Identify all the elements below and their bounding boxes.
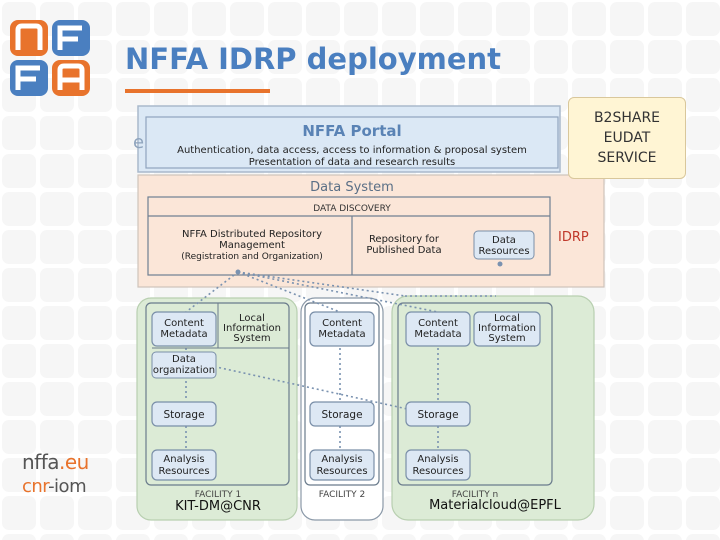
nffa-eu-logo: nffa.eu <box>22 450 89 474</box>
facility-2-label: FACILITY 2 <box>319 490 366 500</box>
facility-n-inner <box>397 302 553 486</box>
f1-analysis-node <box>151 449 217 481</box>
facility-n-label: FACILITY n <box>452 490 499 500</box>
callout-line-2: EUDAT <box>603 129 651 146</box>
diagram-facilityn-content-l1: Content <box>418 318 458 329</box>
diagram-facilityn-content-l2: Metadata <box>414 329 461 340</box>
data-resources-box <box>473 230 535 260</box>
data-system-title: Data System <box>310 180 394 195</box>
facility-n-overlay-label: Materialcloud@EPFL <box>429 498 562 513</box>
fn-analysis-node <box>405 449 471 481</box>
diagram-facility1-storage: Storage <box>163 409 204 421</box>
diagram-facilityn-analysis-l2: Resources <box>412 466 463 477</box>
diagram-facilityn-local-l2: Information <box>478 323 536 334</box>
portal-line-1: Authentication, data access, access to i… <box>177 145 527 156</box>
diagram-facility2-analysis-l2: Resources <box>316 466 367 477</box>
data-discovery-box <box>147 196 551 276</box>
diagram-facility1-content-l1: Content <box>164 318 204 329</box>
facility-1-overlay-label: KIT-DM@CNR <box>175 499 261 514</box>
diagram-facilityn-local-l1: Local <box>494 313 520 324</box>
repo-mgmt-line-3: (Registration and Organization) <box>181 252 323 262</box>
diagram-facility1-analysis-l1: Analysis <box>163 454 204 465</box>
diagram-facility1-local-l2: Information <box>223 323 281 334</box>
f2-analysis-node <box>309 449 375 481</box>
diagram-facility1-local-l3: System <box>233 333 270 344</box>
fn-content-metadata-node <box>405 311 471 347</box>
diagram-facility2-content-l2: Metadata <box>318 329 365 340</box>
callout-line-1: B2SHARE <box>593 109 661 126</box>
f1-data-organization-node <box>151 351 217 379</box>
diagram-facility1-dataorg-l2: organization <box>153 365 215 376</box>
data-discovery-label: DATA DISCOVERY <box>313 204 391 214</box>
diagram-facilityn-analysis-l1: Analysis <box>417 454 458 465</box>
diagram-facilityn-local-l3: System <box>488 333 525 344</box>
page-title: NFFA IDRP deployment <box>125 42 501 76</box>
diagram-facility1-content-l2: Metadata <box>160 329 207 340</box>
repo-mgmt-line-2: Management <box>219 240 285 251</box>
facility-1-label: FACILITY 1 <box>195 490 242 500</box>
footer-logos: nffa.eu cnr-iom <box>22 450 89 497</box>
cnr-iom-logo: cnr-iom <box>22 476 87 497</box>
callout-line-3: SERVICE <box>597 150 657 167</box>
repo-mgmt-line-1: NFFA Distributed Repository <box>182 229 322 240</box>
diagram-facility1-dataorg-l1: Data <box>172 354 196 365</box>
fn-local-info-node <box>473 311 541 347</box>
published-line-1: Repository for <box>369 234 440 245</box>
f1-content-metadata-node <box>151 311 217 347</box>
portal-inner-box <box>145 116 559 169</box>
data-resources-line-1: Data <box>492 235 516 246</box>
diagram-facility2-content-l1: Content <box>322 318 362 329</box>
published-line-2: Published Data <box>366 245 441 256</box>
title-underline <box>125 89 270 93</box>
diagram-facilityn-storage: Storage <box>417 409 458 421</box>
fn-storage-node <box>405 401 471 427</box>
diagram-facility2-analysis-l1: Analysis <box>321 454 362 465</box>
portal-title: NFFA Portal <box>302 122 401 140</box>
f2-storage-node <box>309 401 375 427</box>
nffa-logo-icon <box>10 20 90 96</box>
diagram-facility1-analysis-l2: Resources <box>158 466 209 477</box>
f1-storage-node <box>151 401 217 427</box>
diagram-facility2-storage: Storage <box>321 409 362 421</box>
b2share-callout: B2SHARE EUDAT SERVICE <box>568 97 686 179</box>
f2-content-metadata-node <box>309 311 375 347</box>
idrp-label: IDRP <box>558 230 589 245</box>
portal-line-2: Presentation of data and research result… <box>249 157 455 168</box>
diagram-facility1-local-l1: Local <box>239 313 265 324</box>
data-resources-line-2: Resources <box>478 246 529 257</box>
portal-edge-glyph: e <box>133 132 144 153</box>
